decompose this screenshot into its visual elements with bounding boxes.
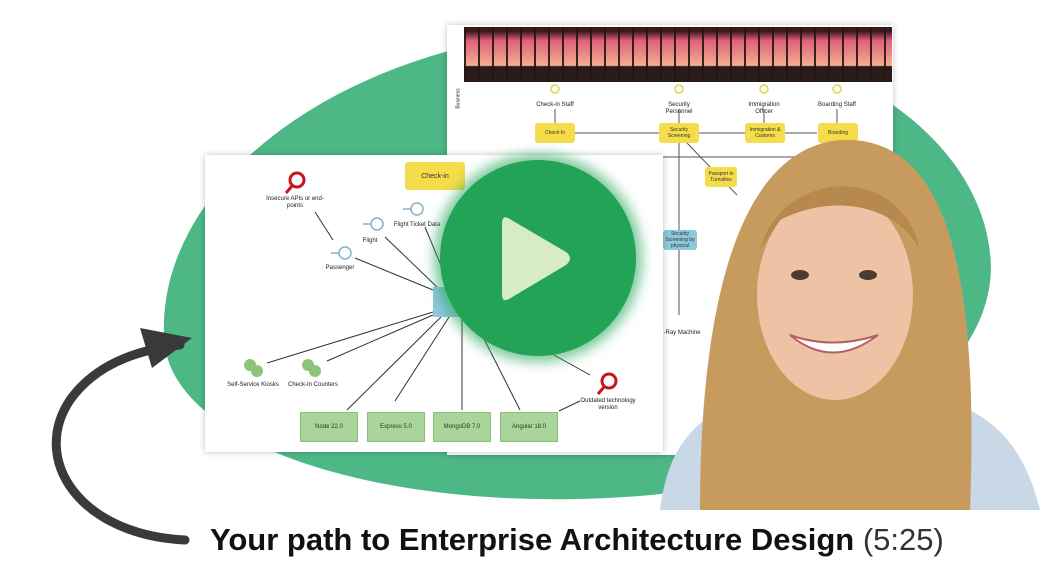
screening-box: Security Screening by physical [663, 230, 697, 250]
threat-label: Outdated technology version [580, 398, 636, 411]
actor-label: Security Personnel [665, 102, 693, 115]
device-label: Check-In Counters [287, 382, 339, 388]
actor-label: Check-in Staff [536, 102, 574, 108]
tech-node: Node 22.0 [300, 412, 358, 442]
process-check-in: Check-In [535, 123, 575, 143]
actor-label: Boarding Staff [818, 102, 856, 108]
object-label: Passenger [325, 265, 355, 271]
actor-label: Immigration Officer [748, 102, 780, 115]
device-label: Self-Service Kiosks [227, 382, 279, 388]
diagram-connectors [447, 84, 893, 315]
play-icon [502, 217, 570, 301]
play-button[interactable] [440, 160, 636, 356]
process-immigration: Immigration & Customs [745, 123, 785, 143]
curved-arrow-icon [51, 328, 192, 545]
object-label: Flight Ticket Data [393, 222, 441, 228]
xray-label: X-Ray Machine [659, 330, 701, 336]
object-label: Flight [362, 238, 378, 244]
video-title: Your path to Enterprise Architecture Des… [210, 522, 855, 557]
process-passport: Passport in Turnstiles [705, 167, 737, 187]
airport-banner-image [464, 27, 892, 82]
tech-node: Angular 18.0 [500, 412, 558, 442]
tech-node: Express 5.0 [367, 412, 425, 442]
check-in-process: Check-in [405, 162, 465, 190]
tech-node: MongoDB 7.0 [433, 412, 491, 442]
video-caption: Your path to Enterprise Architecture Des… [210, 522, 944, 558]
process-boarding: Boarding [818, 123, 858, 143]
diagram-connectors [244, 171, 618, 412]
process-security: Security Screening [659, 123, 699, 143]
presenter-photo [660, 139, 1040, 510]
video-duration: (5:25) [862, 522, 944, 557]
threat-label: Insecure APIs or end-points [266, 196, 324, 209]
